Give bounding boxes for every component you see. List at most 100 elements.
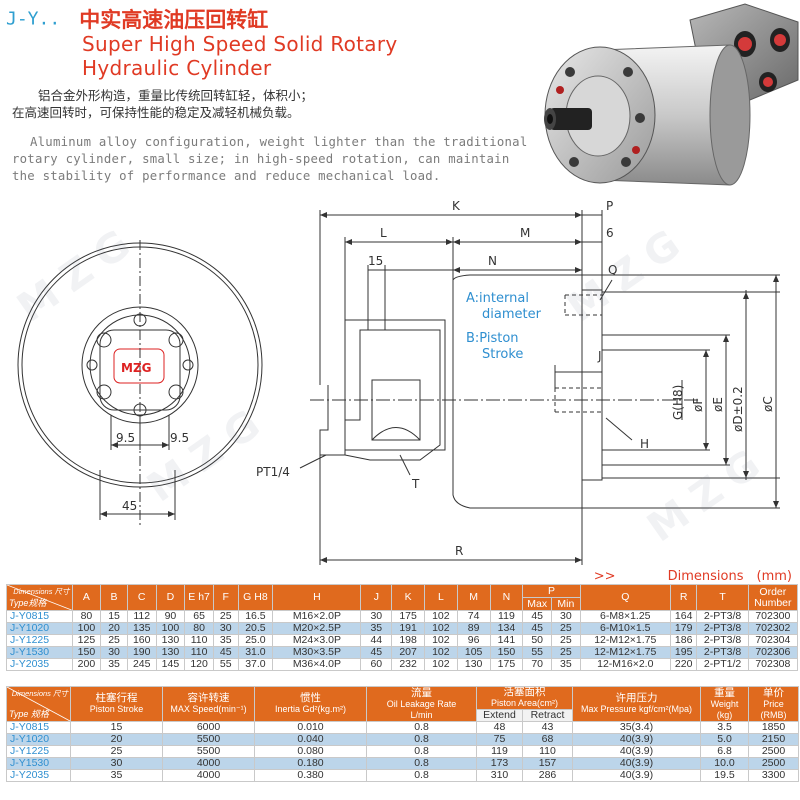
table-cell: 134 xyxy=(489,622,524,635)
table-cell: 25 xyxy=(70,745,163,758)
table-cell: 702308 xyxy=(747,658,799,671)
table-cell: 3300 xyxy=(748,769,799,782)
table-cell: 286 xyxy=(522,769,573,782)
table-cell: 130 xyxy=(456,658,491,671)
table-cell: 102 xyxy=(423,622,458,635)
table-cell: 195 xyxy=(669,646,698,659)
table-cell: 30 xyxy=(551,610,581,623)
header-m: M xyxy=(456,584,491,611)
table-cell: 25.0 xyxy=(237,634,274,647)
table-cell: 45 xyxy=(360,646,393,659)
table-cell: 37.0 xyxy=(237,658,274,671)
end-view xyxy=(17,240,263,525)
table-cell: 35 xyxy=(551,658,581,671)
table-cell: 50 xyxy=(522,634,552,647)
table-cell: 119 xyxy=(489,610,524,623)
table-cell: 2500 xyxy=(748,757,799,770)
table-cell: 80 xyxy=(184,622,214,635)
title-chinese: 中实高速油压回转缸 xyxy=(79,8,269,32)
table-cell: 119 xyxy=(476,745,523,758)
table-cell: 130 xyxy=(155,646,186,659)
type-cell: J-Y1530 xyxy=(6,646,73,659)
type-cell: J-Y0815 xyxy=(6,721,71,734)
table-cell: 0.8 xyxy=(366,769,477,782)
type-cell: J-Y1020 xyxy=(6,622,73,635)
type-cell: J-Y1225 xyxy=(6,745,71,758)
dim-label-h: H xyxy=(640,437,649,451)
table-cell: 10.0 xyxy=(700,757,749,770)
table-cell: 40(3.9) xyxy=(572,733,701,746)
table-cell: 179 xyxy=(669,622,698,635)
table-cell: M20×2.5P xyxy=(272,622,362,635)
header-p: P xyxy=(522,584,581,598)
dim-label-q: Q xyxy=(608,263,617,277)
dim-label-e: øE xyxy=(711,397,725,412)
table-cell: 25 xyxy=(551,646,581,659)
table-cell: 3.5 xyxy=(700,721,749,734)
table-cell: 310 xyxy=(476,769,523,782)
header-k: K xyxy=(391,584,425,611)
table-cell: 141 xyxy=(489,634,524,647)
table-cell: 6000 xyxy=(162,721,255,734)
table-cell: 150 xyxy=(489,646,524,659)
table1-corner: Dimensions 尺寸 Type规格 xyxy=(6,584,73,611)
table-cell: 96 xyxy=(456,634,491,647)
table-cell: 55 xyxy=(212,658,239,671)
dim-label-9-5-left: 9.5 xyxy=(116,431,135,445)
type-cell: J-Y0815 xyxy=(6,610,73,623)
description-english-line2: rotary cylinder, small size; in high-spe… xyxy=(12,152,510,166)
table-cell: 200 xyxy=(71,658,102,671)
table-cell: 75 xyxy=(476,733,523,746)
dim-label-45: 45 xyxy=(122,499,137,513)
dim-label-g: G(H8) xyxy=(671,385,685,420)
table-cell: 40(3.9) xyxy=(572,769,701,782)
product-photo xyxy=(544,3,799,186)
table-cell: 5500 xyxy=(162,745,255,758)
table-cell: M16×2.0P xyxy=(272,610,362,623)
table-cell: 2-PT3/8 xyxy=(696,646,749,659)
header-extend: Extend xyxy=(476,709,523,722)
dim-label-k: K xyxy=(452,199,461,213)
table-cell: 112 xyxy=(126,610,157,623)
table-cell: 55 xyxy=(522,646,552,659)
header-e: E h7 xyxy=(184,584,214,611)
table-cell: 150 xyxy=(71,646,102,659)
table-cell: 0.040 xyxy=(254,733,367,746)
table-cell: 12-M16×2.0 xyxy=(579,658,671,671)
table-cell: 191 xyxy=(391,622,425,635)
dimensions-arrows: >> xyxy=(593,569,616,584)
table-cell: 0.010 xyxy=(254,721,367,734)
dim-label-d: øD±0.2 xyxy=(731,386,745,432)
label-piston-stroke-2: Stroke xyxy=(482,347,523,362)
description-chinese-line2: 在高速回转时，可保持性能的稳定及减轻机械负载。 xyxy=(12,105,300,120)
dim-label-f: øF xyxy=(691,398,705,412)
table-cell: 110 xyxy=(184,646,214,659)
header-j: J xyxy=(360,584,393,611)
table-cell: 105 xyxy=(456,646,491,659)
dim-label-p: P xyxy=(606,199,613,213)
table-cell: 30 xyxy=(212,622,239,635)
table-cell: 2-PT3/8 xyxy=(696,610,749,623)
table-cell: 35 xyxy=(100,658,128,671)
table-cell: 25 xyxy=(212,610,239,623)
type-cell: J-Y1225 xyxy=(6,634,73,647)
dim-label-l: L xyxy=(380,226,387,240)
table-cell: 5500 xyxy=(162,733,255,746)
table-cell: 157 xyxy=(522,757,573,770)
dim-label-j: J xyxy=(597,349,602,363)
table-cell: 60 xyxy=(360,658,393,671)
table-cell: 0.8 xyxy=(366,757,477,770)
dimensions-table: Dimensions 尺寸 Type规格 A B C D E h7 F G H8… xyxy=(6,584,799,671)
header-q: Q xyxy=(579,584,671,611)
